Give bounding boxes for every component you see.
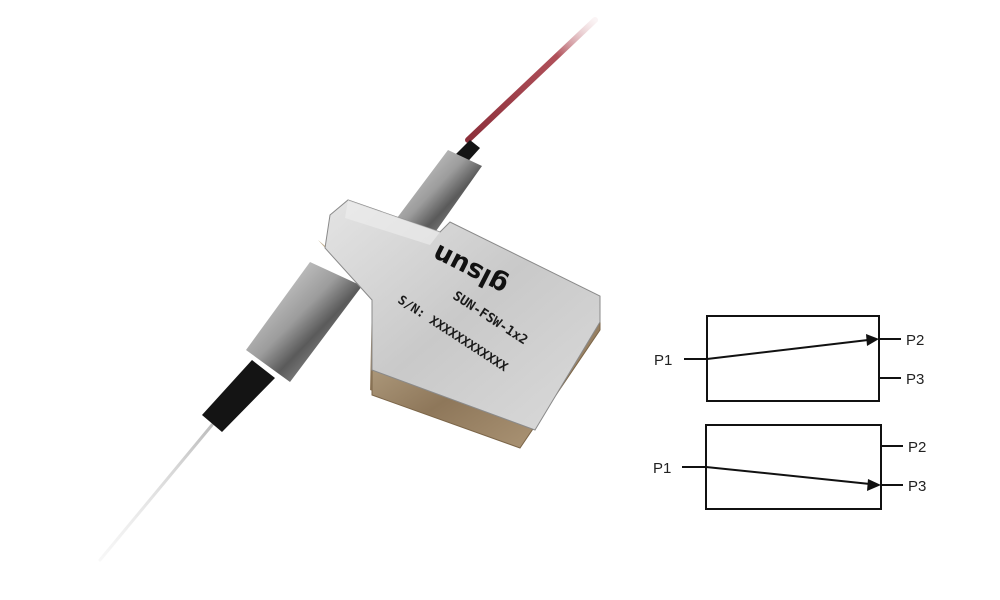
arrow-head-icon [867,479,881,491]
port-label-p1: P1 [653,460,671,477]
port-label-p2: P2 [906,332,924,349]
port-labels: P1 P2 P3 P1 P2 P3 [653,332,926,495]
switch-box-2 [705,424,882,510]
optical-switch-photo: glsun SUN-FSW-1x2 S/N: XXXXXXXXXXXX [98,17,601,562]
grey-fiber [98,423,214,562]
port-label-p3: P3 [906,371,924,388]
port-label-p1: P1 [654,352,672,369]
switch-box-1 [706,315,880,402]
path-p1-p3 [705,466,871,485]
state-1-diagram [684,315,901,402]
red-fiber-jacket [465,17,598,143]
bottom-boot [202,360,275,432]
state-2-diagram [682,424,903,510]
path-p1-p2 [706,339,869,360]
switch-state-diagram [682,315,903,510]
switch-body-top [324,199,601,431]
bottom-metal-tube [246,262,362,382]
arrow-head-icon [866,334,879,346]
port-label-p2: P2 [908,439,926,456]
port-label-p3: P3 [908,478,926,495]
